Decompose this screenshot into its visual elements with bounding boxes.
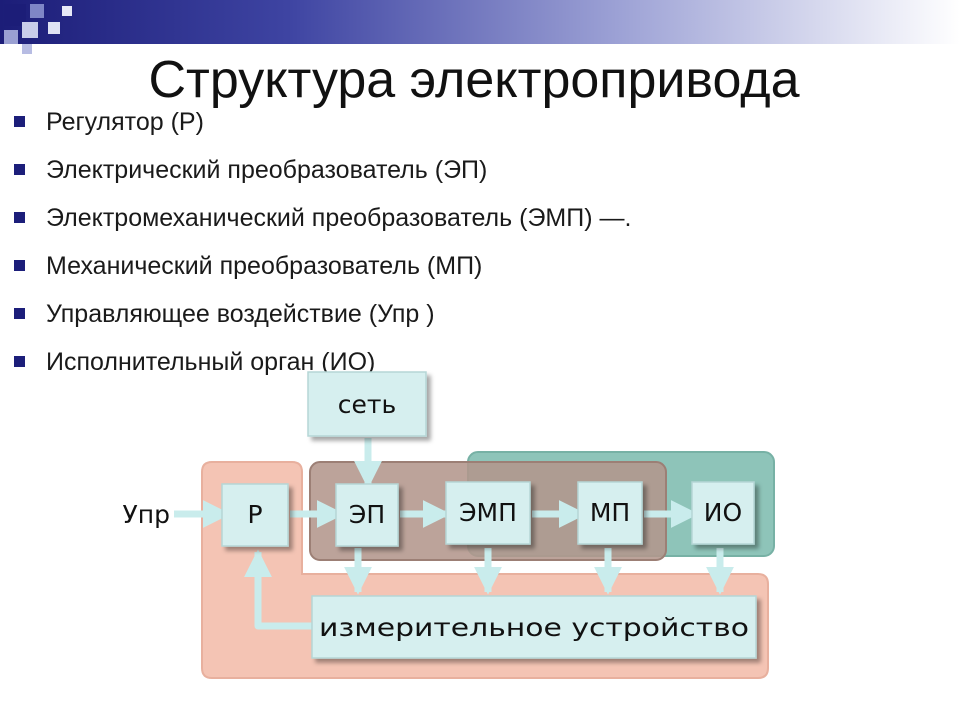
bullet-list: Регулятор (Р) Электрический преобразоват… [14, 104, 631, 392]
block-emp [445, 481, 531, 545]
block-mp [577, 481, 643, 545]
page-title: Структура электропривода [148, 51, 800, 109]
list-item: Механический преобразователь (МП) [14, 248, 631, 296]
decor-square [4, 4, 26, 26]
label-network: сеть [338, 390, 396, 419]
square-bullet-icon [14, 116, 25, 127]
list-item-text: Регулятор (Р) [46, 108, 204, 136]
label-regulator: Р [247, 500, 262, 529]
list-item-text: Электромеханический преобразователь (ЭМП… [46, 204, 632, 232]
square-bullet-icon [14, 260, 25, 271]
label-io: ИО [704, 498, 742, 527]
header-bar [0, 0, 960, 44]
list-item-text: Механический преобразователь (МП) [46, 252, 483, 280]
block-io [691, 481, 755, 545]
square-bullet-icon [14, 212, 25, 223]
list-item: Управляющее воздействие (Упр ) [14, 296, 631, 344]
label-measuring: измерительное устройство [319, 613, 749, 642]
block-ep [335, 483, 399, 547]
block-measuring [311, 595, 757, 659]
label-mp: МП [590, 498, 630, 527]
decor-square [30, 4, 44, 18]
arrow-feedback [244, 549, 312, 630]
list-item: Электромеханический преобразователь (ЭМП… [14, 200, 631, 248]
square-bullet-icon [14, 356, 25, 367]
label-emp: ЭМП [459, 498, 517, 527]
label-ep: ЭП [349, 500, 385, 529]
block-regulator [221, 483, 289, 547]
decor-square [22, 44, 32, 54]
square-bullet-icon [14, 164, 25, 175]
input-label: Упр [123, 500, 170, 529]
list-item-text: Управляющее воздействие (Упр ) [46, 300, 435, 328]
decor-square [48, 22, 60, 34]
block-network [307, 371, 427, 437]
decor-square [62, 6, 72, 16]
connectors [174, 438, 734, 630]
list-item-text: Электрический преобразователь (ЭП) [46, 156, 488, 184]
list-item: Регулятор (Р) [14, 104, 631, 152]
square-bullet-icon [14, 308, 25, 319]
decor-square [22, 22, 38, 38]
list-item: Электрический преобразователь (ЭП) [14, 152, 631, 200]
decor-square [4, 30, 18, 44]
